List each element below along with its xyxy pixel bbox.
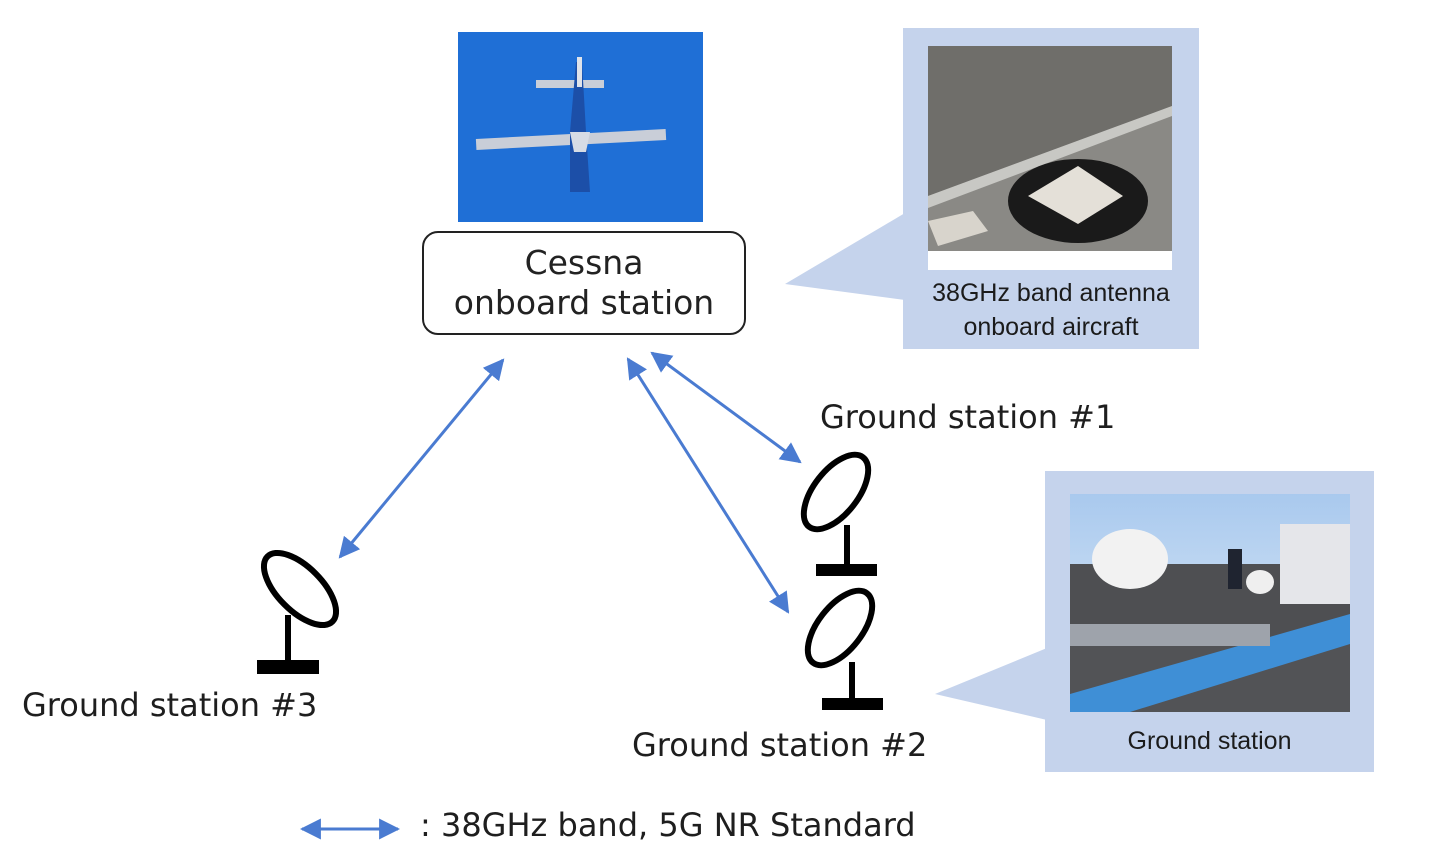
satellite-dish-icon (257, 549, 340, 674)
aircraft-antenna-photo (928, 46, 1172, 270)
antenna-caption-line2: onboard aircraft (963, 313, 1139, 341)
ground-station-2-label: Ground station #2 (632, 726, 928, 764)
link-arrow-gs2 (626, 357, 790, 614)
cessna-onboard-station: Cessna onboard station (422, 231, 746, 335)
link-arrow-gs3 (338, 358, 505, 559)
ground-callout-pointer (935, 648, 1047, 720)
antenna-caption: 38GHz band antenna onboard aircraft (903, 276, 1199, 344)
ground-station-1-label: Ground station #1 (820, 398, 1116, 436)
ground-station-3-label: Ground station #3 (22, 686, 318, 724)
satellite-dish-icon (804, 587, 883, 710)
cessna-label-line2: onboard station (453, 283, 715, 322)
legend-text: : 38GHz band, 5G NR Standard (420, 806, 916, 844)
cessna-label-line1: Cessna (524, 243, 644, 282)
antenna-caption-line1: 38GHz band antenna (932, 279, 1170, 307)
link-arrow-gs1 (650, 351, 802, 464)
cessna-aircraft-photo (458, 32, 703, 222)
ground-station-photo (1070, 494, 1350, 712)
satellite-dish-icon (800, 451, 877, 576)
antenna-callout-pointer (785, 213, 905, 300)
ground-station-caption: Ground station (1127, 727, 1292, 755)
